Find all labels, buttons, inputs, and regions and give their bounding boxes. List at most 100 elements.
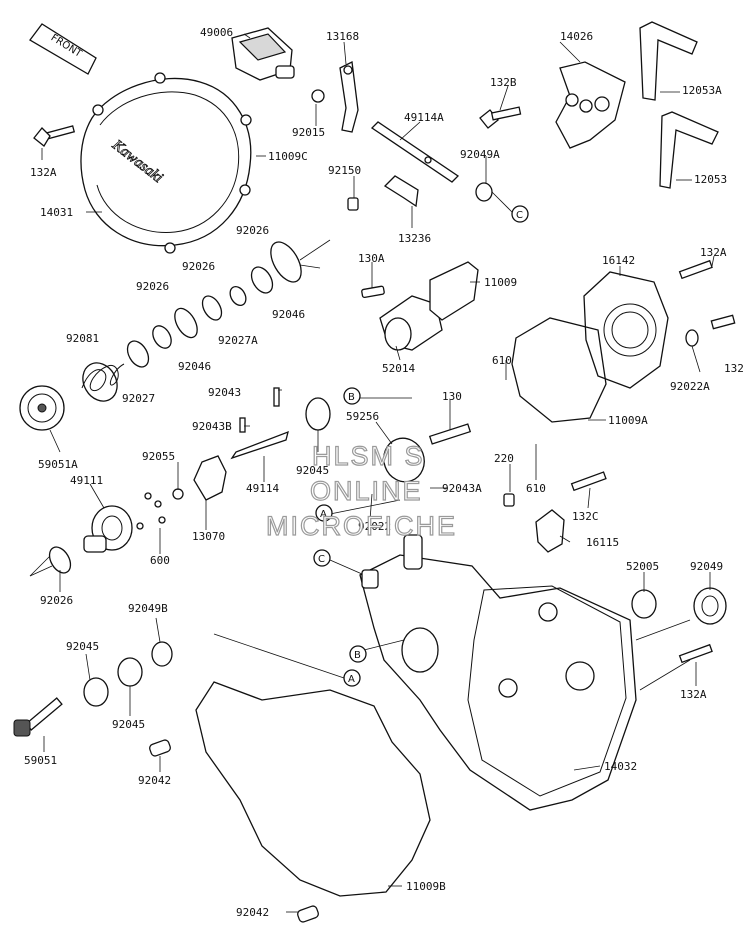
watermark-line-1: HLSM S bbox=[312, 441, 425, 471]
part-600 bbox=[136, 492, 166, 530]
label-92042-b: 92042 bbox=[236, 906, 269, 919]
label-600: 600 bbox=[150, 554, 170, 567]
label-132a-top: 132A bbox=[30, 166, 57, 179]
svg-text:B: B bbox=[348, 392, 355, 403]
label-92027a: 92027A bbox=[218, 334, 258, 347]
label-49006: 49006 bbox=[200, 26, 233, 39]
label-11009c: 11009C bbox=[268, 150, 308, 163]
ref-c1: C bbox=[511, 205, 529, 223]
label-130a: 130A bbox=[358, 252, 385, 265]
part-49111 bbox=[83, 505, 133, 553]
part-49006 bbox=[231, 27, 295, 81]
label-12053: 12053 bbox=[694, 173, 727, 186]
label-59051a: 59051A bbox=[38, 458, 78, 471]
part-92042-b bbox=[297, 905, 319, 923]
ref-b2: B bbox=[349, 645, 367, 663]
part-13236 bbox=[347, 175, 419, 211]
part-92049 bbox=[693, 587, 727, 625]
bolt-132a-top bbox=[33, 125, 76, 147]
ref-c2: C bbox=[313, 549, 331, 567]
part-92022a bbox=[685, 329, 699, 347]
label-92043a: 92043A bbox=[442, 482, 482, 495]
label-52005: 52005 bbox=[626, 560, 659, 573]
part-13070 bbox=[193, 455, 227, 501]
label-11009: 11009 bbox=[484, 276, 517, 289]
clutch-cover: Kawasaki bbox=[80, 72, 252, 254]
label-16115: 16115 bbox=[586, 536, 619, 549]
part-49114a bbox=[370, 121, 460, 183]
part-16142 bbox=[583, 271, 669, 389]
part-92045 bbox=[305, 397, 331, 431]
label-92150: 92150 bbox=[328, 164, 361, 177]
label-92081: 92081 bbox=[66, 332, 99, 345]
label-92049b: 92049B bbox=[128, 602, 168, 615]
label-92046-b: 92046 bbox=[178, 360, 211, 373]
part-92026-washer bbox=[48, 546, 72, 574]
label-92045-b: 92045 bbox=[66, 640, 99, 653]
label-132b: 132B bbox=[490, 76, 517, 89]
part-52014 bbox=[361, 261, 479, 351]
bolt-132a-bottom bbox=[678, 643, 713, 664]
label-49114: 49114 bbox=[246, 482, 279, 495]
part-92049b bbox=[151, 641, 173, 667]
label-92045-a: 92045 bbox=[296, 464, 329, 477]
ref-a2: A bbox=[343, 669, 361, 687]
leader-lines bbox=[29, 33, 715, 913]
part-92045-b bbox=[83, 677, 109, 707]
label-92026-d: 92026 bbox=[40, 594, 73, 607]
label-132c: 132C bbox=[572, 510, 599, 523]
label-92049: 92049 bbox=[690, 560, 723, 573]
label-59256: 59256 bbox=[346, 410, 379, 423]
ref-b1: B bbox=[343, 387, 361, 405]
label-59051: 59051 bbox=[24, 754, 57, 767]
front-badge: FRONT bbox=[29, 23, 97, 75]
watermark-line-3: MICROFICHE bbox=[266, 511, 457, 541]
label-11009a: 11009A bbox=[608, 414, 648, 427]
label-14032: 14032 bbox=[604, 760, 637, 773]
label-610-a: 610 bbox=[492, 354, 512, 367]
part-13168 bbox=[311, 61, 359, 133]
label-14031: 14031 bbox=[40, 206, 73, 219]
label-13070: 13070 bbox=[192, 530, 225, 543]
label-13236: 13236 bbox=[398, 232, 431, 245]
label-12053a: 12053A bbox=[682, 84, 722, 97]
part-11009b bbox=[195, 681, 431, 897]
svg-text:B: B bbox=[354, 650, 361, 661]
label-92015: 92015 bbox=[292, 126, 325, 139]
part-16115 bbox=[535, 509, 565, 553]
svg-text:C: C bbox=[318, 554, 325, 565]
watermark: HLSM S ONLINE MICROFICHE bbox=[265, 440, 457, 541]
watermark-line-2: ONLINE bbox=[310, 476, 423, 506]
part-92042-a bbox=[149, 739, 171, 757]
label-11009b: 11009B bbox=[406, 880, 446, 893]
label-49114a: 49114A bbox=[404, 111, 444, 124]
ref-a1: A bbox=[315, 504, 333, 522]
bolt-132 bbox=[710, 314, 736, 330]
part-92055 bbox=[172, 488, 184, 500]
label-92055: 92055 bbox=[142, 450, 175, 463]
svg-text:A: A bbox=[320, 509, 327, 520]
label-92022a: 92022A bbox=[670, 380, 710, 393]
label-610-b: 610 bbox=[526, 482, 546, 495]
part-labels: 49006 13168 14026 132B 12053A 92015 4911… bbox=[24, 26, 744, 919]
part-14026 bbox=[555, 61, 626, 149]
part-11009a bbox=[511, 317, 607, 423]
part-220 bbox=[503, 493, 515, 507]
svg-text:A: A bbox=[348, 674, 355, 685]
part-59051a bbox=[19, 385, 65, 431]
label-132a-right: 132A bbox=[700, 246, 727, 259]
washers-clutch bbox=[126, 241, 302, 368]
label-220: 220 bbox=[494, 452, 514, 465]
label-14026: 14026 bbox=[560, 30, 593, 43]
part-52005 bbox=[631, 589, 657, 619]
bolt-132a-right bbox=[678, 259, 713, 280]
label-92027: 92027 bbox=[122, 392, 155, 405]
label-92049a: 92049A bbox=[460, 148, 500, 161]
label-92026-c: 92026 bbox=[136, 280, 169, 293]
label-92045-c: 92045 bbox=[112, 718, 145, 731]
label-92043: 92043 bbox=[208, 386, 241, 399]
part-12053a bbox=[639, 21, 698, 101]
part-92049a bbox=[475, 182, 493, 202]
